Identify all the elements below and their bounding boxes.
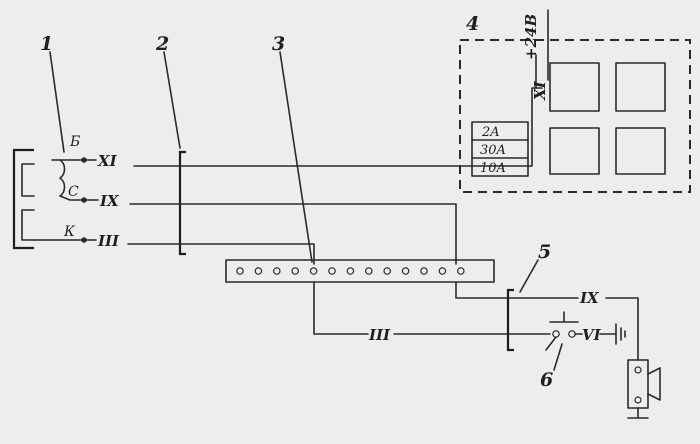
strip-terminal-hole [438,267,447,275]
callout-2: 2 [155,33,169,55]
fuse-box: 2A 30A 10A [459,39,691,193]
terminal-k-label: К [63,224,76,240]
strip-terminal-hole [456,267,465,275]
callout-5: 5 [538,241,551,263]
signal-relay: Б С К [12,134,87,250]
callout-4: 4 [466,13,479,35]
fuse-slot-3 [549,127,600,175]
fuse-2a: 2A [481,125,500,140]
fuse-slot-4 [615,127,666,175]
strip-terminal-hole [236,267,244,275]
callout-3: 3 [272,33,285,55]
wire-label-iii-lower: III [368,326,391,344]
terminal-b-label: Б [69,134,80,150]
strip-terminal-hole [401,267,410,275]
wire-label-ix-right: IX [579,289,600,307]
switch-bracket [506,288,514,352]
horn [627,359,661,419]
terminal-c-label: С [68,184,79,200]
wires [83,9,639,361]
wire-label-vi: VI [582,326,602,344]
strip-terminal-hole [328,267,336,275]
fuse-30a: 30A [480,143,506,158]
callout-1: 1 [40,33,53,55]
strip-terminal-hole [383,267,392,275]
fuse-slot-1 [549,62,600,112]
connector-block [178,150,186,256]
strip-terminal-hole [254,267,263,275]
strip-terminal-hole [309,267,318,275]
callout-6: 6 [540,369,553,391]
wire-label-xi-vertical: XI [531,80,549,101]
callout-leaders [49,51,563,371]
strip-terminal-hole [346,267,355,275]
strip-terminal-hole [420,267,428,275]
wire-label-iii: III [97,232,120,250]
fuse-labels-frame [471,121,529,177]
push-button-switch [545,311,626,351]
strip-terminal-hole [364,267,373,275]
strip-terminal-hole [291,267,300,275]
wire-label-ix: IX [99,192,120,210]
fuse-10a: 10A [480,161,506,176]
terminal-strip [225,259,495,283]
wire-label-xi: XI [97,152,118,170]
strip-terminal-hole [272,267,281,275]
supply-label: +24В [522,14,540,60]
fuse-slot-2 [615,62,666,112]
